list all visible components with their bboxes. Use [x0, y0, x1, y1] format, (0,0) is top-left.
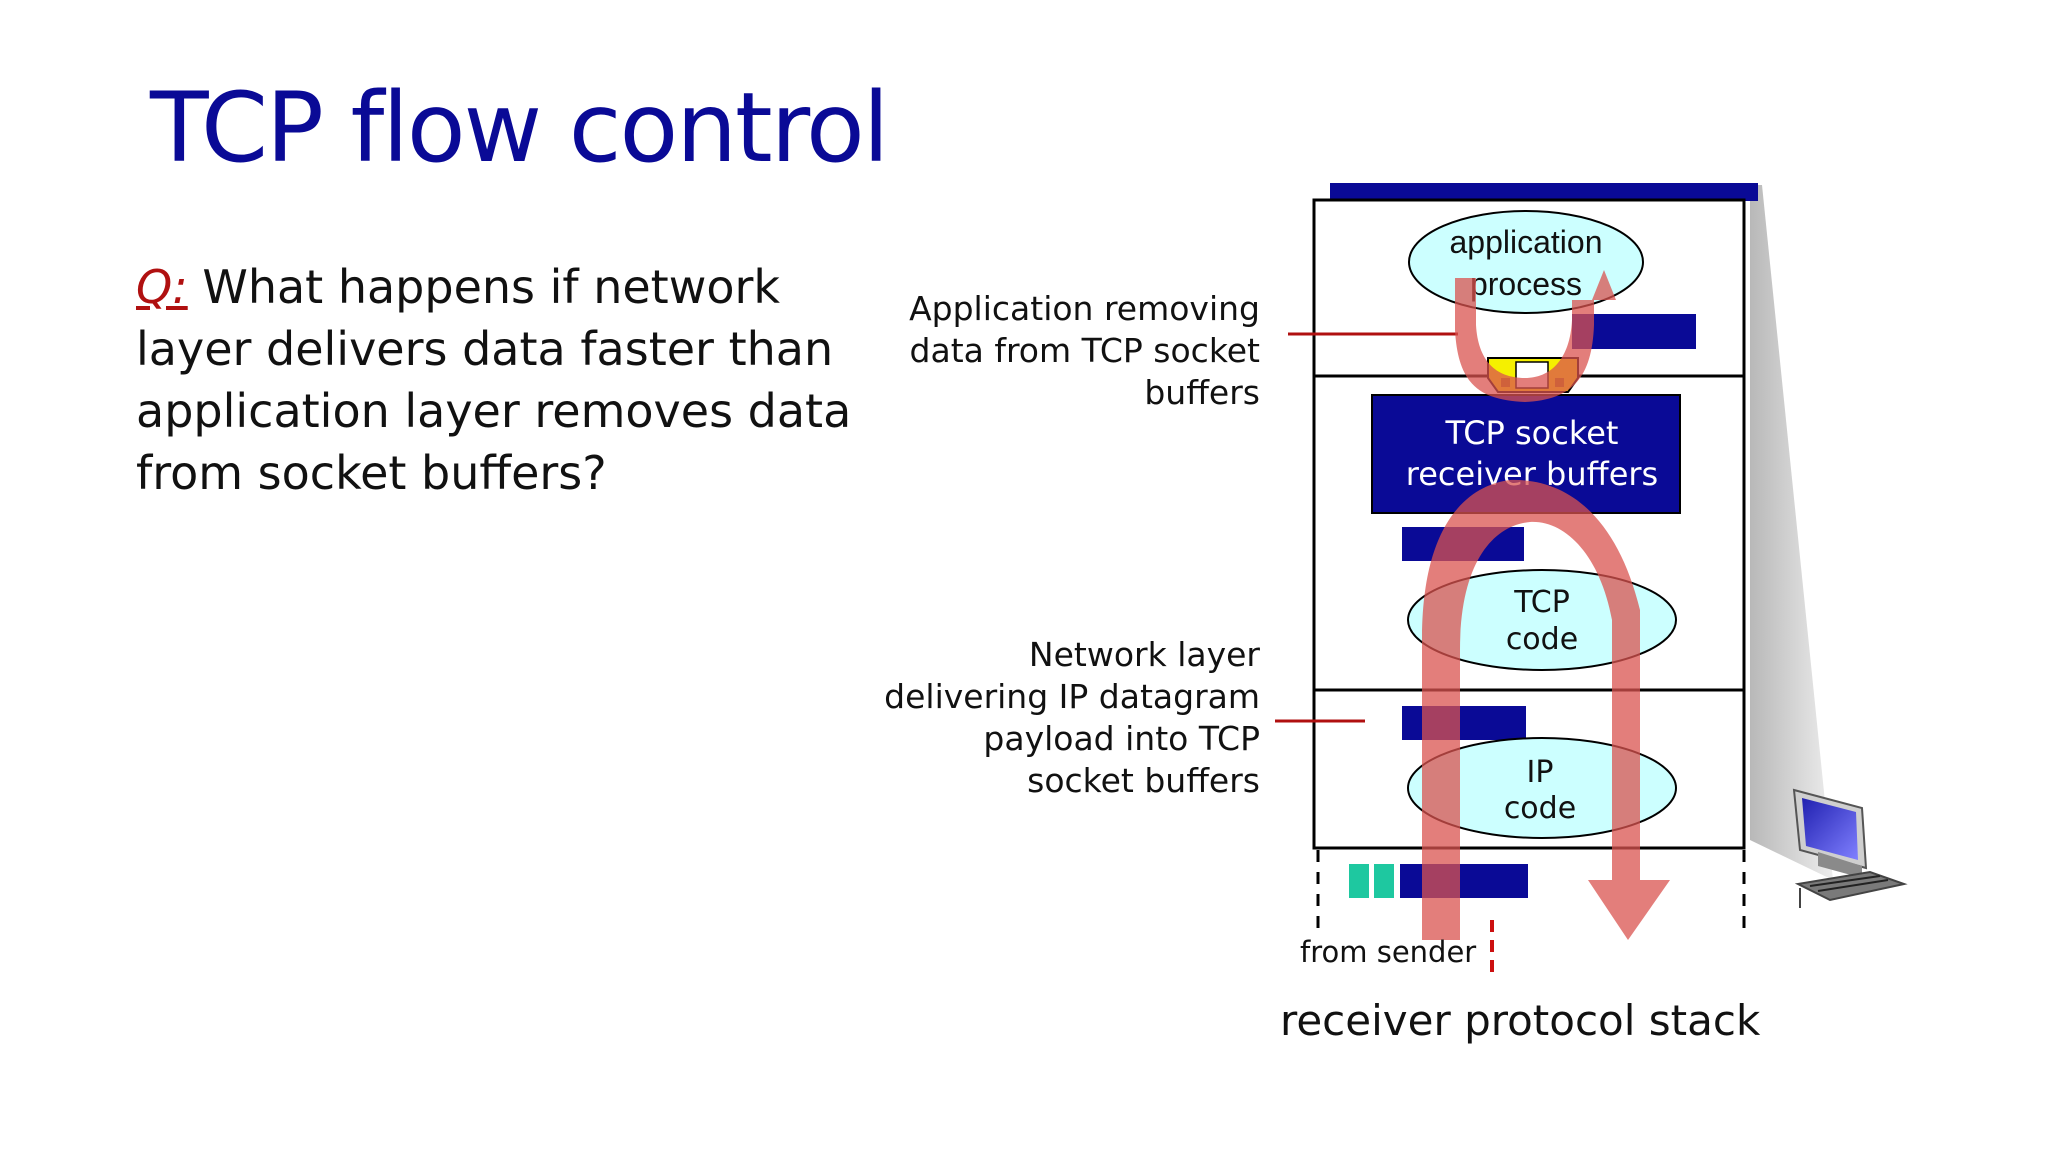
question-body: What happens if network layer delivers d…	[136, 260, 852, 500]
stack-top-bar	[1330, 183, 1758, 201]
tcp-code-label-2: code	[1506, 622, 1578, 657]
socket-box-label-1: TCP socket	[1445, 414, 1619, 452]
application-label-2: process	[1470, 266, 1582, 302]
slide-title: TCP flow control	[150, 72, 889, 184]
ip-code-label-1: IP	[1527, 755, 1554, 790]
tcp-code-label-1: TCP	[1513, 585, 1570, 620]
label-network-delivering: Network layer delivering IP datagram pay…	[884, 635, 1260, 800]
ip-data-bar	[1402, 706, 1526, 740]
packet-header-1	[1349, 864, 1369, 898]
ip-code-ellipse	[1407, 737, 1677, 839]
stack-perspective-shade	[1750, 185, 1833, 880]
question-prefix: Q:	[136, 260, 188, 314]
packet-payload	[1400, 864, 1528, 898]
desktop-computer-icon	[1792, 788, 1908, 908]
ip-code-label-2: code	[1504, 791, 1576, 826]
diagram-caption: receiver protocol stack	[1280, 996, 1761, 1045]
label-from-sender: from sender	[1300, 935, 1477, 969]
packet-header-2	[1374, 864, 1394, 898]
application-label-1: application	[1450, 224, 1603, 260]
arrow-app-removing	[1455, 270, 1616, 402]
question-text: Q: What happens if network layer deliver…	[136, 256, 856, 504]
arrow-up-into-buffer	[1422, 479, 1670, 940]
label-application-removing: Application removing data from TCP socke…	[909, 289, 1260, 412]
